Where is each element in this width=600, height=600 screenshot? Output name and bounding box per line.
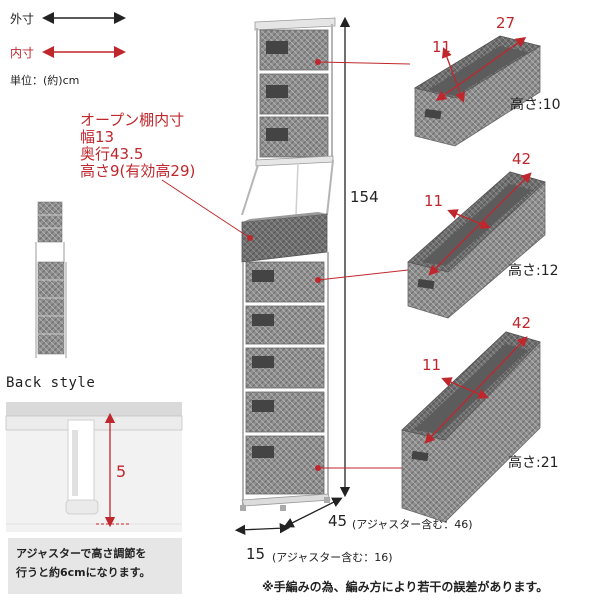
width-dimension-line bbox=[234, 523, 291, 535]
back-style-thumbnail bbox=[35, 201, 67, 358]
rack-height-value: 154 bbox=[350, 188, 379, 206]
rack-depth-value: 45 bbox=[328, 512, 348, 530]
basket-3-height: 高さ:21 bbox=[508, 455, 559, 471]
basket-1-width: 11 bbox=[432, 38, 452, 56]
adjuster-note-line-2: 行うと約6cmになります。 bbox=[16, 566, 151, 579]
basket-1-height: 高さ:10 bbox=[510, 97, 561, 113]
basket-2-height: 高さ:12 bbox=[508, 263, 559, 279]
basket-3-length: 42 bbox=[512, 314, 532, 332]
rack-width-value: 15 bbox=[246, 545, 266, 563]
adjuster-photo bbox=[5, 402, 183, 532]
lower-drawer-1 bbox=[245, 261, 325, 303]
pointer-line-basket-1 bbox=[317, 61, 411, 65]
upper-drawer-1 bbox=[259, 29, 329, 71]
upper-drawer-2 bbox=[259, 73, 329, 115]
lower-drawer-2 bbox=[245, 305, 325, 345]
pointer-line-open-shelf bbox=[161, 179, 251, 239]
depth-dimension-line bbox=[283, 497, 343, 528]
basket-1-length: 27 bbox=[496, 14, 516, 32]
rack-width-adjuster: (アジャスター含む：16) bbox=[272, 551, 393, 564]
unit-label: 単位：(約)cm bbox=[10, 74, 80, 87]
basket-2-width: 11 bbox=[424, 192, 444, 210]
pointer-line-basket-2 bbox=[317, 269, 409, 281]
open-shelf-height: 高さ9(有効高29) bbox=[80, 162, 196, 180]
basket-2-length: 42 bbox=[512, 150, 532, 168]
upper-drawer-3 bbox=[259, 116, 329, 158]
lower-drawer-3 bbox=[245, 347, 325, 389]
adjuster-note: アジャスターで高さ調節を 行うと約6cmになります。 bbox=[8, 538, 182, 594]
adjuster-note-line-1: アジャスターで高さ調節を bbox=[16, 547, 147, 560]
open-shelf-width: 幅13 bbox=[80, 128, 115, 146]
lower-drawer-4 bbox=[245, 391, 325, 433]
rack-depth-adjuster: (アジャスター含む：46) bbox=[352, 518, 473, 531]
main-rack bbox=[240, 17, 336, 511]
open-shelf-dimensions: オープン棚内寸 幅13 奥行43.5 高さ9(有効高29) bbox=[80, 112, 195, 180]
open-shelf-title: オープン棚内寸 bbox=[80, 111, 185, 129]
adjuster-height-value: 5 bbox=[116, 462, 127, 481]
lower-drawer-5 bbox=[245, 435, 325, 495]
inner-dimension-legend: 内寸 bbox=[10, 46, 35, 60]
back-style-label: Back style bbox=[6, 375, 96, 391]
outer-dimension-legend: 外寸 bbox=[10, 12, 35, 26]
open-shelf-depth: 奥行43.5 bbox=[80, 145, 144, 163]
basket-3-width: 11 bbox=[422, 356, 442, 374]
handmade-footnote: ※手編みの為、編み方により若干の誤差があります。 bbox=[262, 580, 549, 594]
